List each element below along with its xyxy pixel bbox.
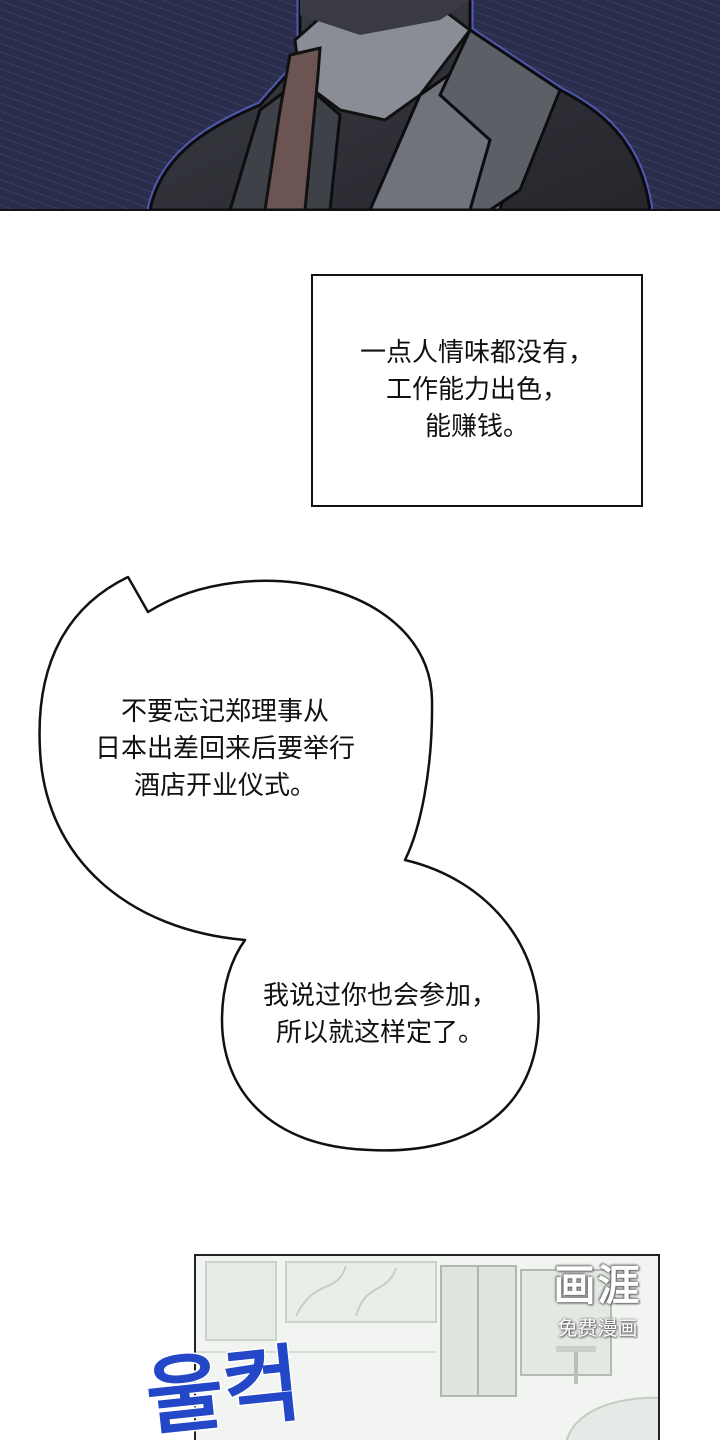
bubble-line: 日本出差回来后要举行 (94, 734, 355, 764)
sound-effect: 울컥 (140, 1332, 307, 1440)
watermark-caption: 免费漫画 (557, 1316, 638, 1340)
narration-line: 一点人情味都没有， (359, 338, 594, 368)
comic-panel-bottom (194, 1254, 660, 1440)
bubble-line: 酒店开业仪式。 (133, 771, 316, 801)
room-interior-illustration (196, 1256, 658, 1440)
sound-effect-text: 울컥 (141, 1334, 305, 1440)
narration-line: 能赚钱。 (424, 412, 529, 442)
comic-panel-top (0, 0, 720, 210)
bubble-line: 我说过你也会参加， (262, 981, 497, 1011)
watermark-logo: 画涯 (553, 1261, 642, 1310)
panel-top-border (0, 209, 720, 211)
speech-bubble-1: 不要忘记郑理事从 日本出差回来后要举行 酒店开业仪式。 (60, 694, 390, 805)
suited-man-illustration (0, 0, 720, 210)
speech-bubbles (38, 575, 540, 1152)
narration-box: 一点人情味都没有， 工作能力出色， 能赚钱。 (311, 274, 643, 507)
bubble-line: 不要忘记郑理事从 (120, 697, 329, 727)
bubble-line: 所以就这样定了。 (275, 1018, 484, 1048)
speech-bubble-2: 我说过你也会参加， 所以就这样定了。 (225, 978, 535, 1052)
narration-line: 工作能力出色， (385, 375, 568, 405)
watermark: 画涯 免费漫画 (535, 1258, 660, 1358)
